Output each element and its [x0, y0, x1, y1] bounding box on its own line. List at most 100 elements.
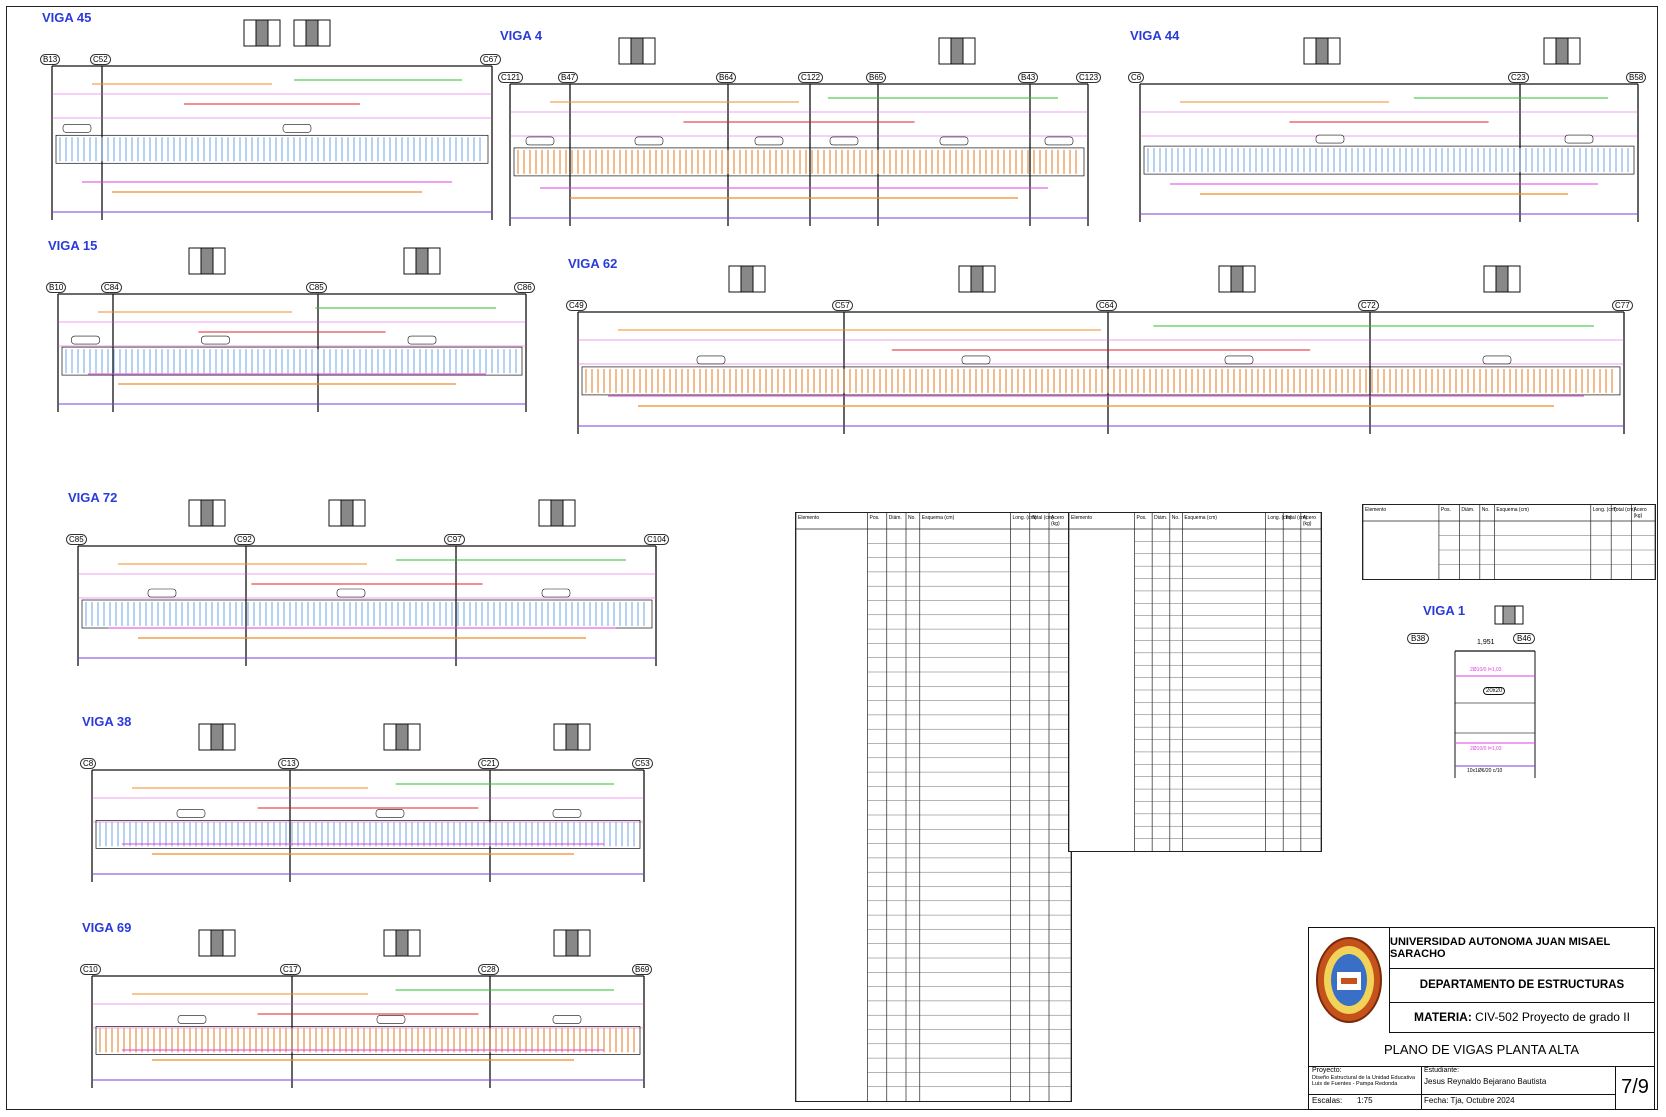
- viga1-col-right: B46: [1513, 633, 1536, 644]
- proyecto-cell: Proyecto: Diseño Estructural de la Unida…: [1309, 1066, 1422, 1095]
- table-header-cell: Esquema (cm): [921, 515, 955, 521]
- viga72-column-C97: C97: [444, 534, 465, 545]
- viga4-column-B47: B47: [558, 72, 579, 83]
- viga69-stirrup-band: [95, 1026, 641, 1055]
- table-header-cell: Acero (kg): [1302, 515, 1316, 527]
- viga69-column-C28: C28: [478, 964, 499, 975]
- table-header-cell: Long. (cm): [1592, 507, 1617, 513]
- viga69-column-B69: B69: [632, 964, 653, 975]
- viga15-column-C85: C85: [306, 282, 327, 293]
- viga62-stirrup-band: [581, 366, 1621, 396]
- table-header-cell: Esquema (cm): [1496, 507, 1529, 513]
- viga1-top-bar: 2Ø10/0 l=1,03: [1470, 667, 1502, 673]
- viga1-span: 1,951: [1477, 639, 1495, 646]
- viga45-section-icon: [243, 19, 281, 47]
- viga72-section-icon: [538, 499, 576, 527]
- viga4-column-C122: C122: [798, 72, 824, 83]
- viga38-section-icon: [383, 723, 421, 751]
- escala-label: Escalas:: [1312, 1096, 1343, 1105]
- viga44-section-icon: [1303, 37, 1341, 65]
- viga72-column-C104: C104: [644, 534, 670, 545]
- viga45-section-icon: [293, 19, 331, 47]
- table-header-cell: Pos.: [869, 515, 880, 521]
- viga38-section-icon: [198, 723, 236, 751]
- viga72-column-C92: C92: [234, 534, 255, 545]
- viga38-column-C13: C13: [278, 758, 299, 769]
- viga62-column-C57: C57: [832, 300, 853, 311]
- viga44-column-C23: C23: [1508, 72, 1529, 83]
- table-header-cell: Diám.: [1461, 507, 1475, 513]
- estudiante-cell: Estudiante: Jesus Reynaldo Bejarano Baut…: [1421, 1066, 1616, 1095]
- viga62-column-C77: C77: [1612, 300, 1633, 311]
- table-header-cell: Total (cm): [1031, 515, 1054, 521]
- materia-label: MATERIA:: [1414, 1010, 1472, 1024]
- drawing-sheet: [6, 6, 1658, 1110]
- university-name: UNIVERSIDAD AUTONOMA JUAN MISAEL SARACHO: [1389, 928, 1654, 969]
- viga4-column-B65: B65: [866, 72, 887, 83]
- viga62-column-C64: C64: [1096, 300, 1117, 311]
- viga45-stirrup-band: [55, 134, 489, 164]
- viga69-section-icon: [553, 929, 591, 957]
- viga1-stirrups: 10x1Ø6/20 c/10: [1467, 768, 1503, 774]
- viga4-section-icon: [618, 37, 656, 65]
- plano-title: PLANO DE VIGAS PLANTA ALTA: [1309, 1032, 1654, 1067]
- viga44-stirrup-band: [1143, 145, 1635, 175]
- viga15-stirrup-band: [61, 346, 523, 376]
- materia-value: CIV-502 Proyecto de grado II: [1475, 1010, 1630, 1024]
- viga62-section-icon: [958, 265, 996, 293]
- table-header-cell: Elemento: [1071, 515, 1093, 521]
- table-header-cell: Long. (cm): [1267, 515, 1292, 521]
- escala-cell: Escalas: 1:75: [1309, 1094, 1422, 1109]
- table-header-cell: Esquema (cm): [1184, 515, 1217, 521]
- viga62-section-icon: [728, 265, 766, 293]
- viga44-title: VIGA 44: [1130, 28, 1180, 43]
- viga45-title: VIGA 45: [42, 10, 92, 25]
- viga69-column-C10: C10: [80, 964, 101, 975]
- viga38-section-icon: [553, 723, 591, 751]
- fecha: Fecha: Tja, Octubre 2024: [1424, 1096, 1515, 1105]
- viga4-column-B64: B64: [716, 72, 737, 83]
- table-header-cell: Diám.: [888, 515, 902, 521]
- viga1-section-icon: [1494, 605, 1524, 625]
- table-header-cell: Pos.: [1440, 507, 1451, 513]
- university-seal-icon: [1316, 937, 1382, 1023]
- viga1-bot-bar: 2Ø10/0 l=1,03: [1470, 746, 1502, 752]
- viga15-column-C84: C84: [101, 282, 122, 293]
- viga1-drawing: VIGA 1 B38 B46 1,951 2Ø10/0 l=1,03 20x20…: [1395, 603, 1565, 783]
- viga1-col-left: B38: [1407, 633, 1430, 644]
- viga4-column-B43: B43: [1018, 72, 1039, 83]
- viga69-section-icon: [198, 929, 236, 957]
- viga38-column-C8: C8: [80, 758, 97, 769]
- table-header-cell: Pos.: [1136, 515, 1147, 521]
- viga4-column-C121: C121: [498, 72, 524, 83]
- estudiante-label: Estudiante:: [1424, 1067, 1460, 1074]
- viga4-section-icon: [938, 37, 976, 65]
- table-header-cell: Acero (kg): [1051, 515, 1065, 527]
- viga72-title: VIGA 72: [68, 490, 118, 505]
- viga15-title: VIGA 15: [48, 238, 98, 253]
- viga44-section-icon: [1543, 37, 1581, 65]
- viga15-column-C86: C86: [514, 282, 535, 293]
- viga72-column-C85: C85: [66, 534, 87, 545]
- table-header-cell: Long. (cm): [1012, 515, 1037, 521]
- viga72-section-icon: [188, 499, 226, 527]
- viga45-column-B13: B13: [40, 54, 61, 65]
- viga69-section-icon: [383, 929, 421, 957]
- viga4-title: VIGA 4: [500, 28, 543, 43]
- viga45-column-C67: C67: [480, 54, 501, 65]
- table-header-cell: Acero (kg): [1633, 507, 1647, 519]
- viga4-column-C123: C123: [1076, 72, 1102, 83]
- department-name: DEPARTAMENTO DE ESTRUCTURAS: [1389, 968, 1654, 1003]
- proyecto-value: Diseño Estructural de la Unidad Educativ…: [1312, 1075, 1416, 1087]
- viga62-section-icon: [1483, 265, 1521, 293]
- viga62-section-icon: [1218, 265, 1256, 293]
- table-header-cell: No.: [1171, 515, 1180, 521]
- viga62-title: VIGA 62: [568, 256, 618, 271]
